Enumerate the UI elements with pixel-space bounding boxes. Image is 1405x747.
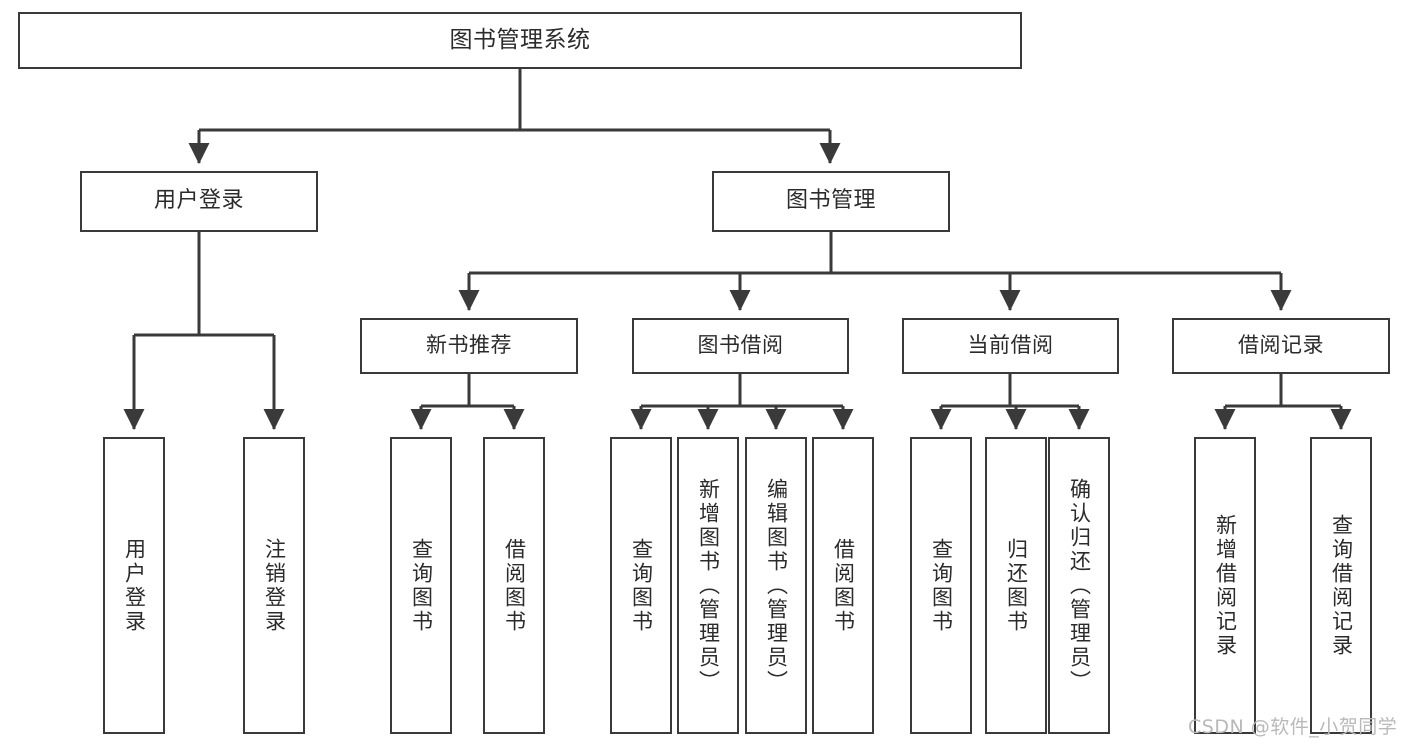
node-book-borrow[interactable]: 图书借阅 xyxy=(632,318,849,374)
node-leaf-query-record[interactable]: 查询借阅记录 xyxy=(1310,437,1372,734)
node-borrow-record-label: 借阅记录 xyxy=(1238,333,1324,358)
node-leaf-query-book-2-label: 查询图书 xyxy=(629,537,654,634)
node-book-borrow-label: 图书借阅 xyxy=(697,333,784,358)
node-leaf-query-book-3[interactable]: 查询图书 xyxy=(910,437,972,734)
node-leaf-logout-label: 注销登录 xyxy=(262,537,287,634)
node-leaf-add-book-label: 新增图书（管理员） xyxy=(696,477,721,694)
node-user-login[interactable]: 用户登录 xyxy=(80,171,318,232)
node-leaf-query-book-1[interactable]: 查询图书 xyxy=(390,437,452,734)
node-leaf-logout[interactable]: 注销登录 xyxy=(243,437,305,734)
node-leaf-confirm-return-label: 确认归还（管理员） xyxy=(1067,477,1092,694)
node-leaf-edit-book[interactable]: 编辑图书（管理员） xyxy=(745,437,807,734)
node-leaf-add-book[interactable]: 新增图书（管理员） xyxy=(677,437,739,734)
node-current-borrow[interactable]: 当前借阅 xyxy=(902,318,1119,374)
node-leaf-edit-book-label: 编辑图书（管理员） xyxy=(764,477,789,694)
node-book-manage[interactable]: 图书管理 xyxy=(712,171,950,232)
node-leaf-add-record[interactable]: 新增借阅记录 xyxy=(1194,437,1256,734)
node-leaf-query-book-3-label: 查询图书 xyxy=(929,537,954,634)
node-user-login-label: 用户登录 xyxy=(153,188,244,214)
node-leaf-borrow-book-1[interactable]: 借阅图书 xyxy=(483,437,545,734)
node-leaf-query-book-2[interactable]: 查询图书 xyxy=(610,437,672,734)
node-leaf-confirm-return[interactable]: 确认归还（管理员） xyxy=(1048,437,1110,734)
node-leaf-borrow-book-2[interactable]: 借阅图书 xyxy=(812,437,874,734)
node-leaf-query-record-label: 查询借阅记录 xyxy=(1329,513,1354,658)
node-new-book-recommend-label: 新书推荐 xyxy=(426,333,512,358)
node-new-book-recommend[interactable]: 新书推荐 xyxy=(360,318,578,374)
node-leaf-return-book[interactable]: 归还图书 xyxy=(985,437,1047,734)
node-leaf-query-book-1-label: 查询图书 xyxy=(409,537,434,634)
node-root-label: 图书管理系统 xyxy=(449,26,591,53)
node-leaf-return-book-label: 归还图书 xyxy=(1004,537,1029,634)
node-book-manage-label: 图书管理 xyxy=(785,188,876,214)
node-leaf-borrow-book-2-label: 借阅图书 xyxy=(831,537,856,634)
csdn-watermark: CSDN @软件_小贺同学 xyxy=(1188,716,1398,738)
node-borrow-record[interactable]: 借阅记录 xyxy=(1172,318,1390,374)
node-root[interactable]: 图书管理系统 xyxy=(18,12,1022,69)
node-leaf-add-record-label: 新增借阅记录 xyxy=(1213,513,1238,658)
node-leaf-borrow-book-1-label: 借阅图书 xyxy=(502,537,527,634)
node-leaf-user-login-label: 用户登录 xyxy=(122,537,147,634)
node-leaf-user-login[interactable]: 用户登录 xyxy=(103,437,165,734)
node-current-borrow-label: 当前借阅 xyxy=(967,333,1054,358)
